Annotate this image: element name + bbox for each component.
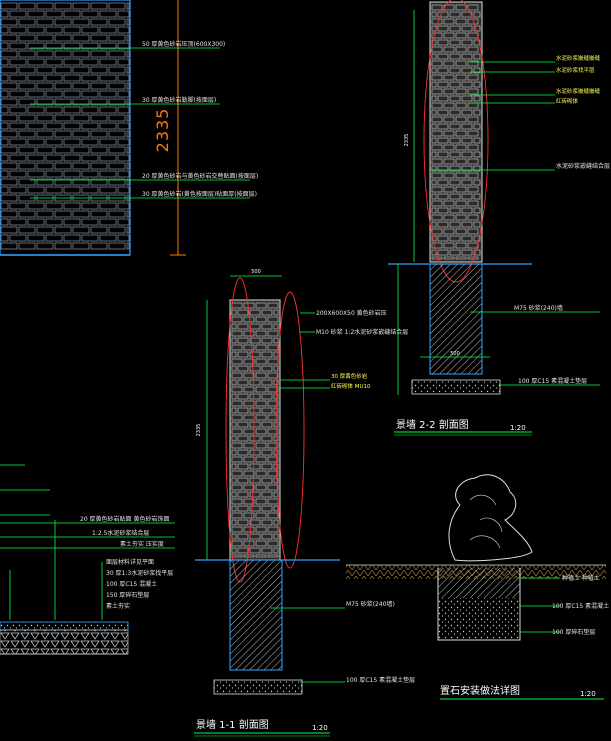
stone-detail-label-2: 100 厚C15 素混凝土: [552, 602, 609, 610]
section-1-1-label-5: M75 砂浆(240墙): [346, 600, 395, 608]
left-detail-label-5: 30 厚1:3水泥砂浆找平层: [106, 569, 173, 577]
elevation-label-3: 20 厚黄色砂岩与黄色砂岩交替贴面(按面层): [142, 172, 258, 180]
elevation-height-dimension: 2335: [153, 108, 172, 153]
stone-detail-scale: 1:20: [580, 690, 596, 698]
wall-elevation: 2335 50 厚黄色砂岩压顶(600X300) 30 厚黄色砂岩勒脚(按面层)…: [0, 0, 258, 256]
left-detail-label-1: 20 厚黄色砂岩贴面 黄色砂岩饰面: [80, 515, 169, 523]
section-2-2-label-2: 水泥砂浆找平层: [556, 66, 595, 74]
stone-detail-label-1: 种植土 种植土: [562, 574, 600, 582]
left-detail-label-7: 150 厚碎石垫层: [106, 591, 149, 599]
left-paving-detail: 20 厚黄色砂岩贴面 黄色砂岩饰面 1:2.5水泥砂浆结合层 素土夯实 压实度 …: [0, 464, 175, 655]
section-1-1-label-3: 30 厚黄色砂岩: [331, 372, 368, 380]
section-2-2-title: 景墙 2-2 剖面图: [396, 418, 469, 431]
decorative-rock-icon: [448, 474, 533, 562]
section-1-1-label-1: 200X600X50 黄色砂岩压: [316, 309, 387, 317]
left-detail-label-3: 素土夯实 压实度: [120, 540, 164, 548]
section-1-1-scale: 1:20: [312, 724, 328, 732]
section-2-2-label-5: 水泥砂浆嵌缝结合层: [556, 162, 610, 170]
section-1-1-label-6: 100 厚C15 素混凝土垫层: [346, 676, 415, 684]
section-1-1-label-2: M10 砂浆 1:2水泥砂浆嵌缝结合层: [316, 328, 408, 336]
left-detail-label-2: 1:2.5水泥砂浆结合层: [92, 529, 149, 537]
section-2-2: 2335 500 水泥砂浆嵌缝嵌缝 水泥砂浆找平层 水泥砂浆嵌缝嵌缝 红砖砌体 …: [388, 0, 610, 436]
elevation-brick-grid: [0, 2, 130, 250]
section-2-2-label-3: 水泥砂浆嵌缝嵌缝: [556, 87, 601, 95]
stone-detail-title: 置石安装做法详图: [440, 684, 520, 697]
stone-detail-label-3: 100 厚碎石垫层: [552, 628, 595, 636]
left-detail-label-8: 素土夯实: [106, 602, 130, 610]
section-1-1: 500 2335 200X600X50 黄色砂岩压 M10 砂浆 1:2水泥砂浆…: [194, 269, 415, 737]
section-1-1-height-dimension: 2335: [196, 424, 202, 437]
left-detail-label-4: 面层材料详见平面: [106, 558, 154, 566]
section-1-1-label-4: 红砖砌体 MU10: [331, 382, 371, 390]
section-2-2-label-4: 红砖砌体: [556, 97, 579, 105]
section-2-2-label-7: 100 厚C15 素混凝土垫层: [518, 377, 587, 385]
section-2-2-scale: 1:20: [510, 424, 526, 432]
section-1-1-title: 景墙 1-1 剖面图: [196, 718, 269, 731]
left-detail-label-6: 100 厚C15 混凝土: [106, 580, 157, 588]
elevation-label-1: 50 厚黄色砂岩压顶(600X300): [142, 40, 225, 48]
section-1-1-width-dimension: 500: [251, 269, 261, 275]
section-2-2-height-dimension: 2335: [404, 134, 410, 147]
elevation-label-2: 30 厚黄色砂岩勒脚(按面层): [142, 96, 216, 104]
section-2-2-width-dimension: 500: [450, 351, 460, 357]
section-2-2-label-6: M75 砂浆(240)墙: [514, 304, 563, 312]
elevation-label-4: 30 厚黄色砂岩(黄色按面层)贴面厚(按面层): [142, 190, 257, 198]
stone-detail: 种植土 种植土 100 厚C15 素混凝土 100 厚碎石垫层 置石安装做法详图…: [346, 474, 609, 700]
section-2-2-label-1: 水泥砂浆嵌缝嵌缝: [556, 54, 601, 62]
